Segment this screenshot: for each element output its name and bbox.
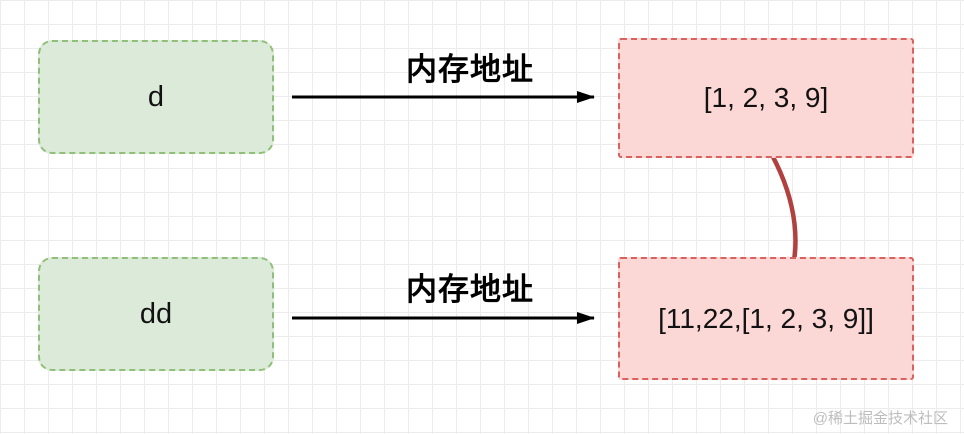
value-box-list: [1, 2, 3, 9] xyxy=(618,38,914,158)
variable-box-dd: dd xyxy=(38,257,274,371)
variable-box-d: d xyxy=(38,40,274,154)
memory-address-label-2: 内存地址 xyxy=(406,272,534,307)
reference-arrow-nested-list xyxy=(760,136,804,278)
value-box-nested-list: [11,22,[1, 2, 3, 9]] xyxy=(618,257,914,380)
memory-address-label-1: 内存地址 xyxy=(406,52,534,87)
variable-label-d: d xyxy=(147,80,165,113)
value-text-nested-list: [11,22,[1, 2, 3, 9]] xyxy=(658,302,874,334)
watermark: @稀土掘金技术社区 xyxy=(812,410,948,427)
variable-label-dd: dd xyxy=(139,297,173,330)
value-text-list: [1, 2, 3, 9] xyxy=(703,82,829,113)
